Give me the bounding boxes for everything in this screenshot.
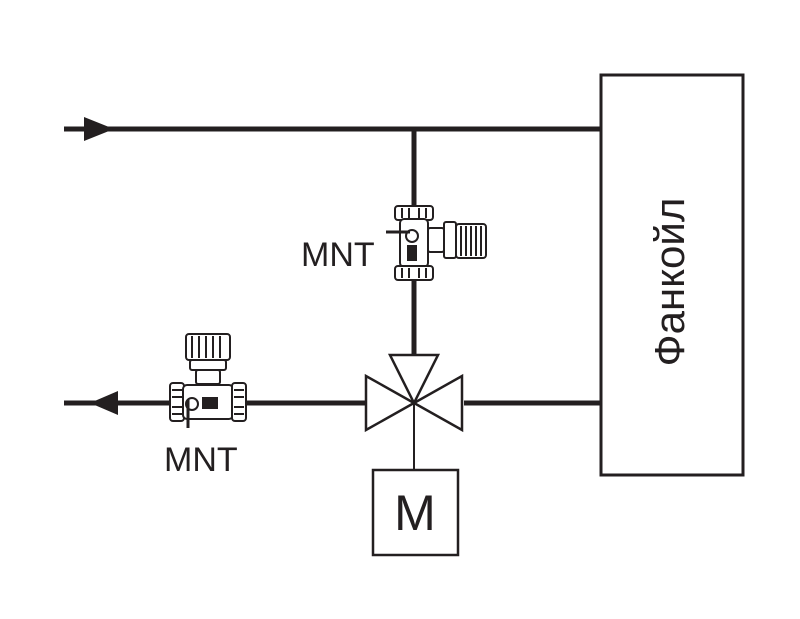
fancoil-unit: Фанкойл [599, 73, 745, 477]
actuator-motor: M [371, 468, 460, 557]
balancing-valve-upper-icon [386, 205, 487, 281]
balancing-valve-lower-icon [169, 333, 247, 428]
three-way-valve-icon [364, 353, 464, 433]
return-flow-arrow-icon [90, 391, 118, 415]
supply-pipe [64, 117, 600, 141]
fancoil-label: Фанкойл [646, 198, 693, 367]
return-pipe [64, 391, 600, 415]
motor-label: M [394, 485, 436, 541]
valve-lower-label: MNT [164, 441, 238, 479]
valve-upper-label: MNT [301, 236, 375, 274]
supply-flow-arrow-icon [84, 117, 114, 141]
